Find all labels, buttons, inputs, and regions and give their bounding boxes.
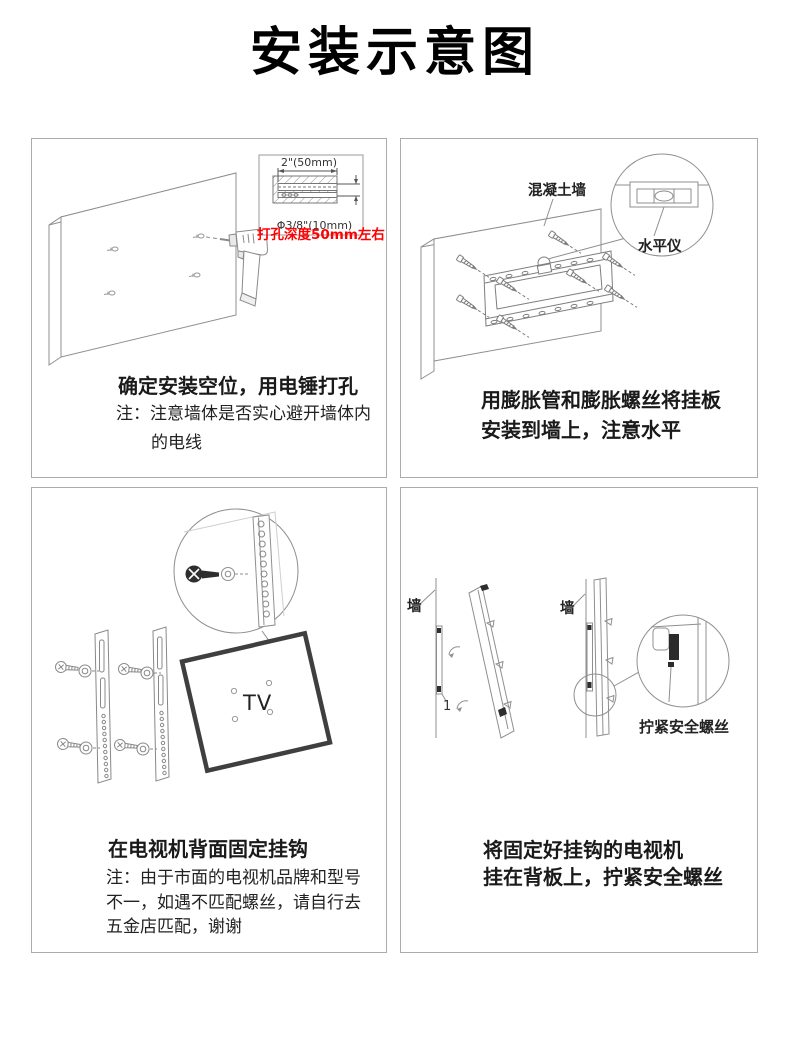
step1-note-line2: 的电线 (151, 433, 202, 453)
hook-brackets (94, 626, 170, 784)
step2-drawing (420, 153, 714, 380)
bracket-screw-inset (173, 508, 299, 650)
level-label: 水平仪 (638, 239, 682, 255)
wall-label-leader (543, 198, 554, 227)
level-inset (610, 153, 714, 257)
drill-depth-inset (258, 154, 364, 236)
anchor-hole-marks (103, 233, 205, 296)
step1-panel: 2"(50mm) Φ3/8"(10mm) 打孔深度50mm左右 确定安装空位，用… (31, 138, 387, 478)
page-title: 安装示意图 (249, 23, 540, 83)
step4-panel: 墙 墙 1 拧紧安全螺丝 将固定好挂钩的电视机 挂在背板上，拧紧安全螺丝 (400, 487, 758, 953)
bracket-number-label: 1 (443, 699, 452, 714)
step3-note-line2: 不一，如遇不匹配螺丝，请自行去 (106, 893, 361, 913)
step3-caption: 在电视机背面固定挂钩 (108, 837, 308, 861)
step1-note-line1: 注：注意墙体是否实心避开墙体内 (116, 404, 371, 424)
dimension-width-label: 2"(50mm) (280, 156, 338, 169)
tighten-screw-label: 拧紧安全螺丝 (639, 718, 730, 736)
step4-caption-line1: 将固定好挂钩的电视机 (483, 838, 683, 862)
wall-label-right: 墙 (560, 601, 575, 617)
wall-label-left: 墙 (407, 599, 422, 615)
tv-back-panel (179, 630, 333, 774)
step2-caption-line1: 用膨胀管和膨胀螺丝将挂板 (481, 388, 721, 412)
hung-tv-side-view (571, 577, 640, 738)
step3-panel: TV 在电视机背面固定挂钩 注：由于市面的电视机品牌和型号 不一，如遇不匹配螺丝… (31, 487, 387, 953)
step3-drawing (55, 508, 333, 784)
hanging-step-side-view (418, 578, 515, 739)
tv-label: TV (243, 691, 273, 715)
step2-panel: 混凝土墙 水平仪 用膨胀管和膨胀螺丝将挂板 安装到墙上，注意水平 (400, 138, 758, 478)
dimension-hole-label: Φ3/8"(10mm) (276, 219, 353, 232)
step3-note-line1: 注：由于市面的电视机品牌和型号 (106, 868, 361, 888)
level-inset-leader (547, 237, 627, 260)
step1-drawing (48, 154, 364, 366)
wall-slab (48, 172, 237, 366)
step4-drawing (418, 577, 730, 739)
tv-screws (55, 661, 161, 756)
step3-note-line3: 五金店匹配，谢谢 (106, 917, 242, 937)
step1-caption: 确定安装空位，用电锤打孔 (118, 374, 358, 398)
step2-caption-line2: 安装到墙上，注意水平 (481, 418, 681, 442)
step4-caption-line2: 挂在背板上，拧紧安全螺丝 (483, 865, 723, 889)
concrete-wall-label: 混凝土墙 (528, 183, 586, 199)
drill-depth-warning: 打孔深度50mm左右 (257, 227, 385, 243)
drill-icon (205, 228, 269, 307)
safety-screw-inset (636, 614, 730, 708)
